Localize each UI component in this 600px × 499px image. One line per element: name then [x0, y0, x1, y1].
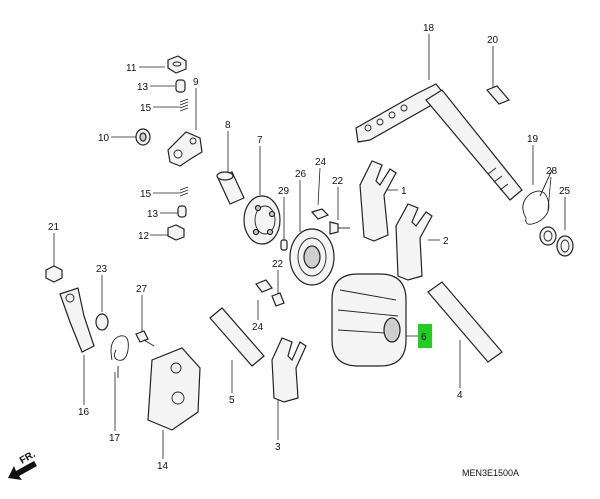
callout-4: 4	[457, 390, 463, 401]
part-28-collar	[539, 226, 557, 246]
diagram-code: MEN3E1500A	[462, 468, 519, 478]
part-21-bolt	[45, 265, 63, 283]
part-24-plate-upper	[310, 208, 330, 220]
part-6-shift-drum	[331, 273, 407, 367]
part-25-washer	[556, 235, 574, 257]
front-direction-indicator: FR.	[8, 449, 38, 480]
part-9-stopper-arm	[167, 131, 203, 167]
part-16-stopper-arm	[59, 287, 95, 353]
callout-8: 8	[225, 120, 231, 131]
callout-9: 9	[193, 77, 199, 88]
callout-23: 23	[96, 264, 108, 275]
part-23-washer	[95, 313, 109, 331]
part-4-fork-shaft	[427, 281, 503, 363]
leader-lines	[53, 34, 566, 459]
callout-11: 11	[126, 63, 137, 74]
callout-25: 25	[559, 186, 571, 197]
part-13-pin-lower	[177, 205, 187, 218]
part-8-shaft	[216, 171, 245, 205]
callout-18: 18	[423, 23, 435, 34]
callout-28: 28	[546, 166, 558, 177]
part-27-bolt	[135, 330, 155, 347]
part-17-spring	[110, 335, 129, 378]
part-15-spring-upper	[179, 98, 189, 112]
part-15-spring-lower	[179, 186, 189, 197]
part-22-bolt-upper	[329, 221, 350, 235]
callout-2: 2	[443, 236, 449, 247]
callout-10: 10	[98, 133, 110, 144]
part-12-bolt	[167, 224, 185, 241]
callout-15: 15	[140, 189, 152, 200]
callout-13: 13	[147, 209, 159, 220]
part-24-plate-lower	[255, 279, 273, 293]
part-10-washer	[135, 128, 151, 146]
part-18-shift-shaft	[355, 83, 523, 201]
callout-5: 5	[229, 395, 235, 406]
front-arrow-icon	[8, 461, 37, 480]
callout-14: 14	[157, 461, 169, 472]
callout-6: 6	[421, 332, 427, 343]
part-3-shift-fork	[271, 337, 307, 403]
part-7-drum-center	[243, 195, 281, 245]
callout-20: 20	[487, 35, 499, 46]
callout-29: 29	[278, 186, 290, 197]
part-5-fork-shaft	[209, 307, 265, 367]
callout-3: 3	[275, 442, 281, 453]
callout-12: 12	[138, 231, 150, 242]
part-1-shift-fork	[359, 160, 397, 242]
callout-13: 13	[137, 82, 149, 93]
part-29-pin	[280, 239, 288, 251]
callout-24: 24	[315, 157, 327, 168]
part-13-pin-upper	[175, 79, 186, 93]
callout-26: 26	[295, 169, 307, 180]
part-11-nut	[167, 55, 187, 74]
callout-7: 7	[257, 135, 263, 146]
callout-1: 1	[401, 186, 407, 197]
callout-6-highlighted[interactable]: 6	[418, 324, 432, 348]
callout-16: 16	[78, 407, 90, 418]
part-20-bolt	[485, 85, 511, 105]
callout-21: 21	[48, 222, 60, 233]
part-22-bolt-lower	[271, 292, 285, 307]
callout-labels: 11 13 15 10 9 8 7 15 13 12 26 29 24 22 1…	[48, 23, 571, 472]
callout-22: 22	[332, 176, 344, 187]
callout-27: 27	[136, 284, 148, 295]
callout-24: 24	[252, 322, 264, 333]
part-26-bearing	[289, 228, 335, 286]
part-2-shift-fork	[395, 203, 433, 281]
part-19-return-spring	[522, 169, 553, 225]
part-14-guide-plate	[147, 347, 201, 431]
callout-17: 17	[109, 433, 121, 444]
callout-22: 22	[272, 259, 284, 270]
highlight-box	[418, 324, 432, 348]
callout-19: 19	[527, 134, 539, 145]
callout-15: 15	[140, 103, 152, 114]
